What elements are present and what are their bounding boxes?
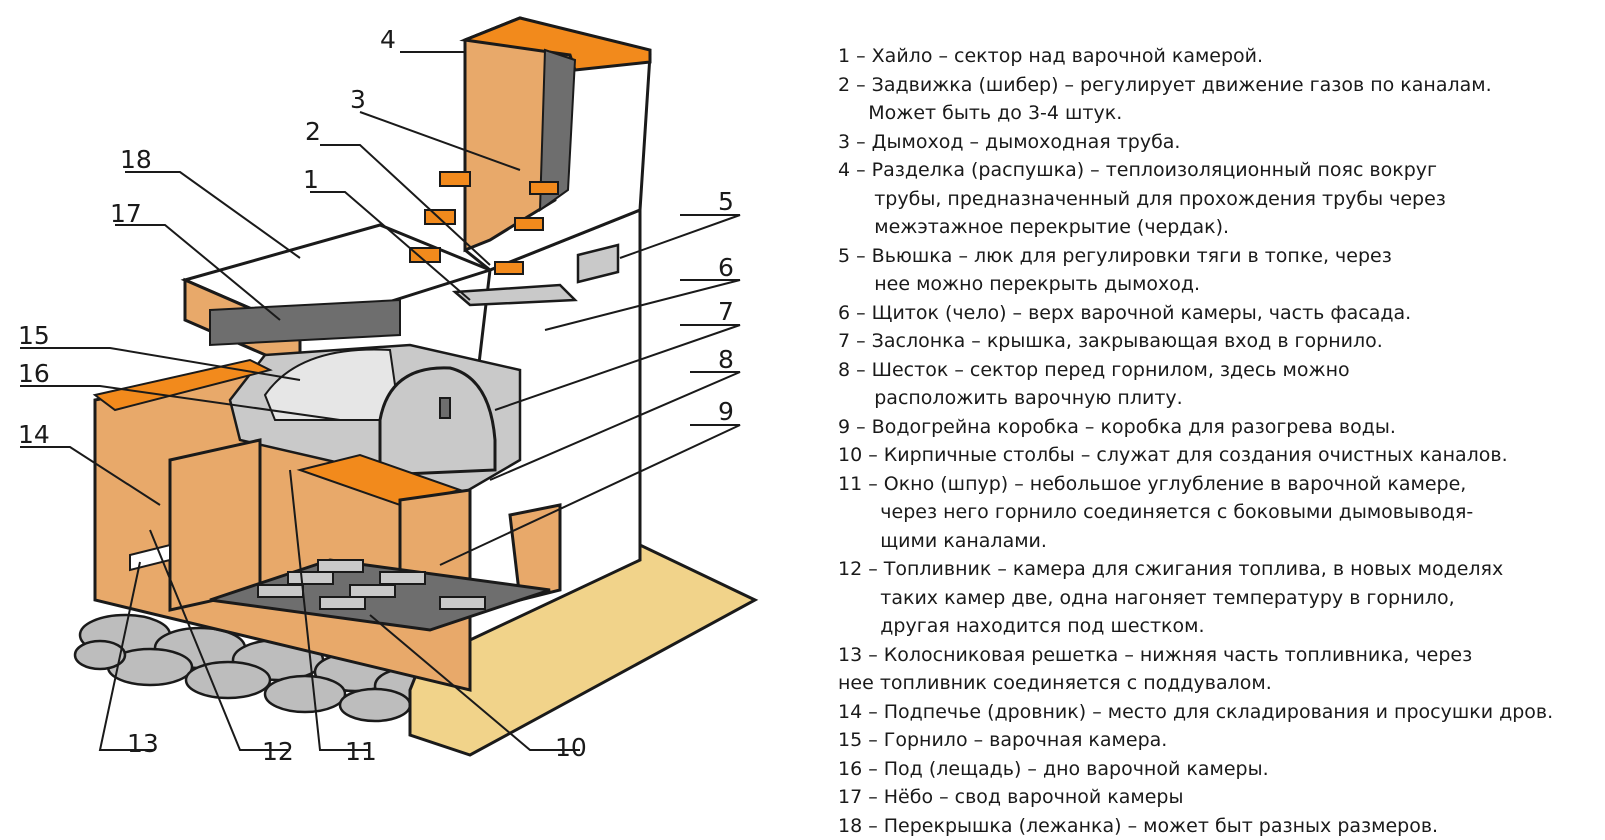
legend-item-11: 11 – Окно (шпур) – небольшое углубление … [838, 470, 1598, 499]
callout-10: 10 [555, 733, 587, 762]
callout-13: 13 [127, 729, 159, 758]
callout-12: 12 [262, 737, 294, 766]
stove-diagram: 4 3 2 1 18 17 15 16 14 5 6 7 8 9 10 11 1… [0, 0, 790, 829]
callout-15: 15 [18, 321, 50, 350]
legend-item-2: 2 – Задвижка (шибер) – регулирует движен… [838, 71, 1598, 100]
legend-item-4-line-3: межэтажное перекрытие (чердак). [838, 213, 1598, 242]
legend-item-14: 14 – Подпечье (дровник) – место для скла… [838, 698, 1598, 727]
callout-3: 3 [350, 85, 366, 114]
oven-door [380, 368, 495, 475]
legend-item-1: 1 – Хайло – сектор над варочной камерой. [838, 42, 1598, 71]
legend-item-12-line-2: таких камер две, одна нагоняет температу… [838, 584, 1598, 613]
legend-item-16: 16 – Под (лещадь) – дно варочной камеры. [838, 755, 1598, 784]
callout-1: 1 [303, 165, 319, 194]
legend-item-7: 7 – Заслонка – крышка, закрывающая вход … [838, 327, 1598, 356]
callout-4: 4 [380, 25, 396, 54]
legend-item-10: 10 – Кирпичные столбы – служат для созда… [838, 441, 1598, 470]
callout-16: 16 [18, 359, 50, 388]
legend-item-5-line-2: нее можно перекрыть дымоход. [838, 270, 1598, 299]
legend-item-17: 17 – Нёбо – свод варочной камеры [838, 783, 1598, 812]
legend-item-6: 6 – Щиток (чело) – верх варочной камеры,… [838, 299, 1598, 328]
legend-item-12-line-3: другая находится под шестком. [838, 612, 1598, 641]
legend-item-4: 4 – Разделка (распушка) – теплоизоляцион… [838, 156, 1598, 185]
callout-2: 2 [305, 117, 321, 146]
firebox-wall [170, 440, 260, 610]
legend-item-15: 15 – Горнило – варочная камера. [838, 726, 1598, 755]
callout-18: 18 [120, 145, 152, 174]
legend-item-18: 18 – Перекрышка (лежанка) – может быт ра… [838, 812, 1598, 840]
legend-item-9: 9 – Водогрейна коробка – коробка для раз… [838, 413, 1598, 442]
damper [455, 285, 575, 305]
legend-item-8: 8 – Шесток – сектор перед горнилом, здес… [838, 356, 1598, 385]
legend-list: 1 – Хайло – сектор над варочной камерой.… [838, 42, 1598, 840]
leader-line-18 [125, 172, 300, 258]
legend-item-3: 3 – Дымоход – дымоходная труба. [838, 128, 1598, 157]
callout-11: 11 [345, 737, 377, 766]
legend-item-11-line-3: щими каналами. [838, 527, 1598, 556]
legend-item-13: 13 – Колосниковая решетка – нижняя часть… [838, 641, 1598, 670]
callout-5: 5 [718, 187, 734, 216]
legend-item-8-line-2: расположить варочную плиту. [838, 384, 1598, 413]
callout-7: 7 [718, 297, 734, 326]
callout-9: 9 [718, 397, 734, 426]
legend-item-13-line-2: нее топливник соединяется с поддувалом. [838, 669, 1598, 698]
callout-14: 14 [18, 420, 50, 449]
legend-item-4-line-2: трубы, предназначенный для прохождения т… [838, 185, 1598, 214]
callout-8: 8 [718, 345, 734, 374]
legend-item-12: 12 – Топливник – камера для сжигания топ… [838, 555, 1598, 584]
callout-17: 17 [110, 199, 142, 228]
legend-item-5: 5 – Вьюшка – люк для регулировки тяги в … [838, 242, 1598, 271]
legend-item-11-line-2: через него горнило соединяется с боковым… [838, 498, 1598, 527]
callout-6: 6 [718, 253, 734, 282]
legend-item-2-line-2: Может быть до 3-4 штук. [838, 99, 1598, 128]
